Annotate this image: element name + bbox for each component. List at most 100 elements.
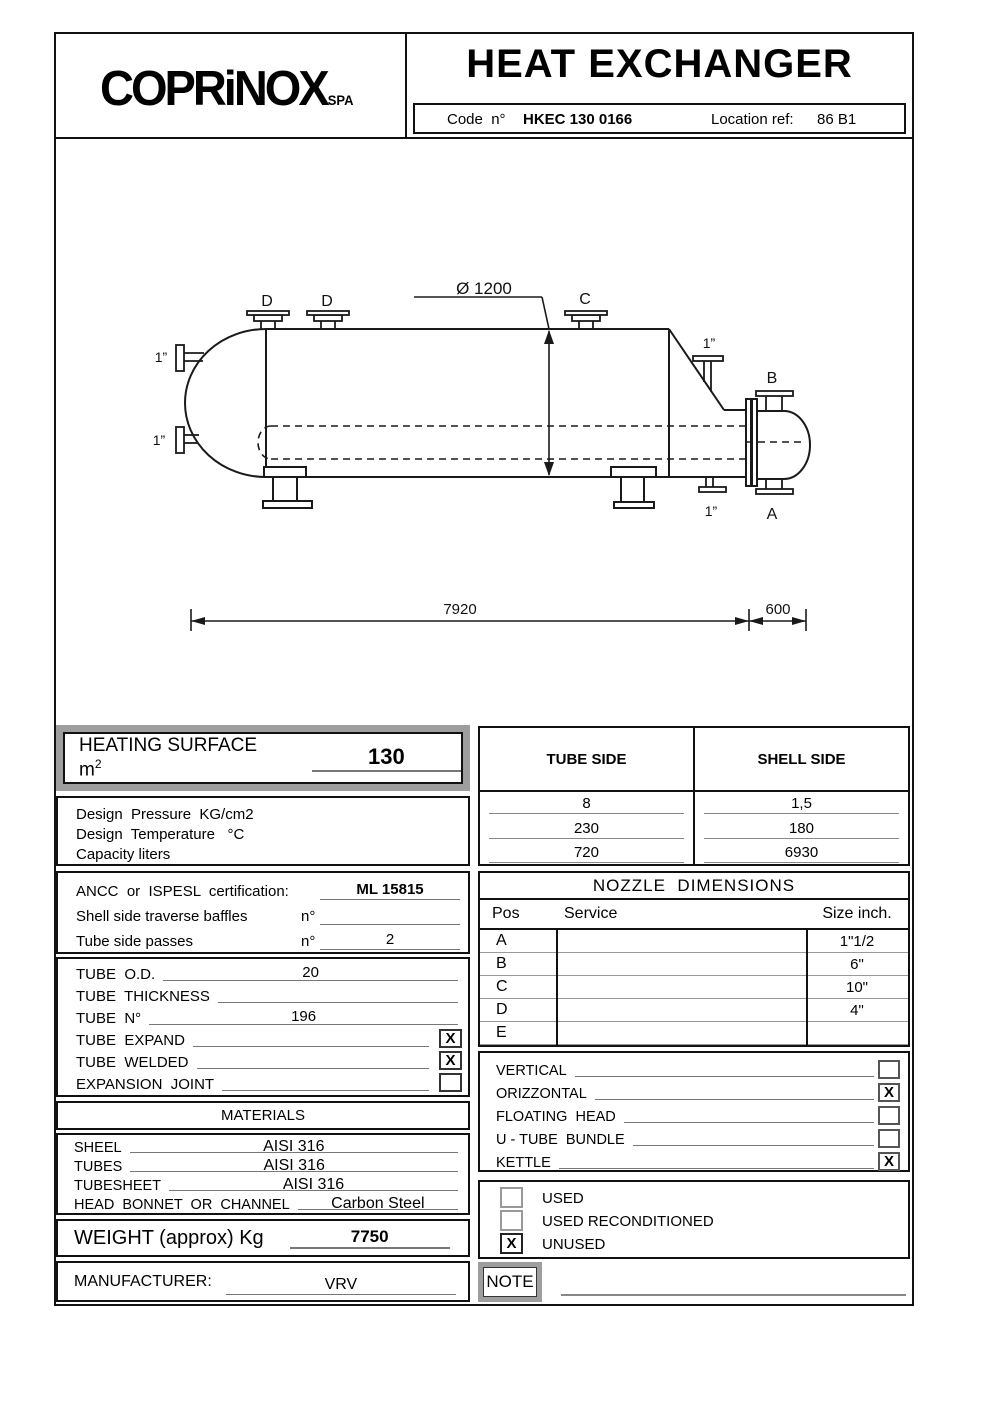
- tube-expand-row: TUBE EXPAND X: [58, 1028, 468, 1050]
- label-1in-bottom: 1”: [705, 503, 718, 519]
- used-reconditioned-row: USED RECONDITIONED: [480, 1210, 908, 1233]
- size-c: 10": [845, 978, 868, 996]
- support-right: [610, 466, 657, 509]
- baffles-label: Shell side traverse baffles: [76, 908, 248, 925]
- horizontal-checkbox: X: [878, 1083, 900, 1102]
- logo-suffix: SPA: [327, 92, 354, 108]
- bonnet-dished-cap: [783, 410, 811, 480]
- nozzle-label-a: A: [767, 506, 778, 523]
- service-c: [556, 976, 806, 998]
- unused-row: X UNUSED: [480, 1233, 908, 1256]
- label-1in-cone: 1”: [703, 335, 716, 351]
- materials-box: SHEEL AISI 316 TUBES AISI 316 TUBESHEET …: [56, 1133, 470, 1215]
- note-blank-line: [561, 1274, 906, 1296]
- dimension-lengths: [190, 609, 807, 631]
- tube-details-box: TUBE O.D. 20 TUBE THICKNESS TUBE N° 196 …: [56, 957, 470, 1097]
- logo-cell: COPRiNOXSPA: [56, 34, 407, 137]
- materials-title: MATERIALS: [56, 1101, 470, 1130]
- floating-head-row: FLOATING HEAD: [480, 1103, 908, 1126]
- certification-box: ANCC or ISPESL certification: ML 15815 S…: [56, 871, 470, 954]
- col-size: Size inch.: [822, 905, 892, 922]
- document-title: HEAT EXCHANGER: [466, 42, 853, 86]
- col-pos: Pos: [492, 905, 520, 922]
- u-tube-bundle-row: U - TUBE BUNDLE: [480, 1126, 908, 1149]
- code-box: Code n° HKEC 130 0166 Location ref: 86 B…: [413, 103, 906, 134]
- nozzle-1in-left-top: [175, 344, 204, 372]
- title-cell: HEAT EXCHANGER Code n° HKEC 130 0166 Loc…: [407, 34, 912, 137]
- tubes-material-value: AISI 316: [130, 1156, 458, 1174]
- tube-count-row: TUBE N° 196: [58, 1006, 468, 1028]
- tube-od-value: 20: [163, 963, 458, 981]
- baffles-value: [320, 924, 460, 925]
- shell-temperature-value: 180: [703, 819, 900, 839]
- shell-outline: [184, 328, 746, 478]
- tube-expand-checkbox: X: [439, 1029, 462, 1048]
- nozzle-table-header: Pos Service Size inch.: [480, 900, 908, 930]
- tube-capacity-value: 720: [488, 843, 685, 863]
- nozzle-label-c: C: [579, 291, 591, 308]
- service-e: [556, 1022, 806, 1044]
- configuration-box: VERTICAL ORIZZONTAL X FLOATING HEAD U - …: [478, 1051, 910, 1172]
- location-label: Location ref:: [711, 111, 794, 128]
- condition-box: USED USED RECONDITIONED X UNUSED: [478, 1180, 910, 1259]
- service-d: [556, 999, 806, 1021]
- heat-exchanger-drawing: Ø 1200 D D C B A 1” 1” 1” 1” 7920 600: [153, 279, 811, 631]
- head-material-value: Carbon Steel: [297, 1194, 458, 1212]
- nozzle-row-b: B 6": [480, 953, 908, 976]
- certification-value: ML 15815: [320, 880, 460, 900]
- bonnet: [757, 410, 811, 480]
- dim-main-label: 7920: [443, 601, 476, 618]
- heating-surface-box: HEATING SURFACE m2 130: [56, 725, 470, 791]
- tube-count-value: 196: [149, 1007, 458, 1025]
- weight-value: 7750: [289, 1227, 450, 1249]
- tube-shell-table: TUBE SIDE SHELL SIDE 8 1,5 230 180 720 6…: [478, 726, 910, 866]
- company-logo: COPRiNOXSPA: [100, 59, 353, 117]
- used-reconditioned-checkbox: [500, 1210, 523, 1231]
- size-d: 4": [850, 1001, 864, 1019]
- u-tube-bundle-outline: [257, 425, 806, 460]
- size-e: [806, 1022, 908, 1044]
- tubesheet-material-value: AISI 316: [169, 1175, 458, 1193]
- tube-side-header: TUBE SIDE: [480, 728, 695, 792]
- used-reconditioned-label: USED RECONDITIONED: [542, 1213, 714, 1230]
- label-1in-left-top: 1”: [155, 349, 168, 365]
- nozzle-1in-bottom: [698, 477, 727, 493]
- weight-box: WEIGHT (approx) Kg 7750: [56, 1219, 470, 1257]
- design-conditions-box: Design Pressure KG/cm2 Design Temperatur…: [56, 796, 470, 866]
- nozzle-table-divider-1: [556, 930, 558, 1045]
- nozzle-b: [755, 390, 794, 411]
- design-pressure-label: Design Pressure KG/cm2: [76, 806, 254, 823]
- shell-side-header: SHELL SIDE: [695, 728, 908, 792]
- tube-welded-checkbox: X: [439, 1051, 462, 1070]
- nozzle-label-d1: D: [261, 293, 273, 310]
- tube-od-label: TUBE O.D.: [76, 966, 156, 983]
- tube-thickness-label: TUBE THICKNESS: [76, 988, 210, 1005]
- nozzle-d1: [246, 310, 290, 329]
- expansion-joint-label: EXPANSION JOINT: [76, 1076, 215, 1093]
- heating-surface-value: 130: [311, 744, 461, 772]
- header: COPRiNOXSPA HEAT EXCHANGER Code n° HKEC …: [56, 34, 912, 139]
- nozzle-1in-left-bottom: [175, 426, 199, 454]
- manufacturer-box: MANUFACTURER: VRV: [56, 1261, 470, 1302]
- head-material-label: HEAD BONNET OR CHANNEL: [74, 1197, 290, 1213]
- baffles-n-label: n°: [301, 908, 316, 925]
- tube-pressure-value: 8: [488, 794, 685, 814]
- vertical-checkbox: [878, 1060, 900, 1079]
- shell-material-label: SHEEL: [74, 1140, 122, 1156]
- datasheet-page: COPRiNOXSPA HEAT EXCHANGER Code n° HKEC …: [54, 32, 914, 1306]
- tube-thickness-value: [217, 985, 458, 1003]
- nozzle-a: [755, 479, 794, 495]
- tube-count-label: TUBE N°: [76, 1010, 142, 1027]
- unused-label: UNUSED: [542, 1236, 606, 1253]
- head-material-row: HEAD BONNET OR CHANNEL Carbon Steel: [58, 1194, 468, 1213]
- size-b: 6": [850, 955, 864, 973]
- used-label: USED: [542, 1190, 584, 1207]
- note-box: NOTE: [478, 1262, 542, 1302]
- kettle-label: KETTLE: [496, 1155, 551, 1171]
- tube-welded-label: TUBE WELDED: [76, 1054, 189, 1071]
- nozzle-row-d: D 4": [480, 999, 908, 1022]
- diameter-label: Ø 1200: [456, 279, 512, 298]
- expansion-joint-row: EXPANSION JOINT: [58, 1072, 468, 1094]
- nozzle-row-c: C 10": [480, 976, 908, 999]
- design-temperature-label: Design Temperature °C: [76, 826, 245, 843]
